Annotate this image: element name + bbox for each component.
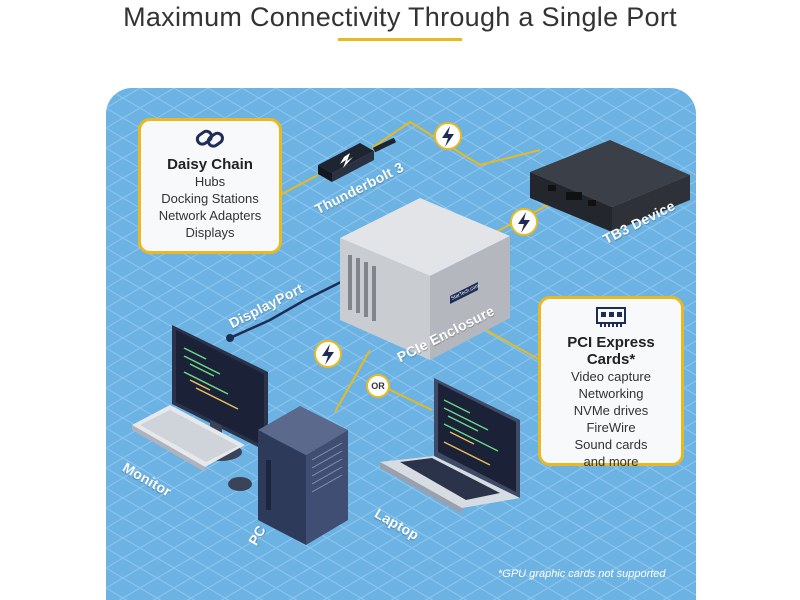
pci-card-icon	[596, 307, 626, 327]
lightning-bolt-icon	[314, 340, 342, 368]
displayport-connector-dot	[226, 334, 234, 342]
gpu-footnote: *GPU graphic cards not supported	[498, 568, 666, 580]
lightning-bolt-icon	[434, 122, 462, 150]
chain-link-icon	[195, 129, 224, 148]
pc-tower	[258, 406, 348, 545]
pci-express-item: Networking	[578, 386, 644, 401]
pci-express-callout: PCI Express Cards* Video capture Network…	[538, 296, 684, 469]
displayport-cable	[229, 278, 346, 340]
daisy-chain-item: Network Adapters	[158, 208, 262, 223]
page-title: Maximum Connectivity Through a Single Po…	[123, 2, 677, 32]
lightning-bolt-icon	[510, 208, 538, 236]
pci-express-heading: PCI Express Cards*	[567, 334, 655, 368]
or-badge: OR	[366, 374, 390, 398]
mouse	[228, 477, 252, 491]
pcie-enclosure	[340, 198, 510, 360]
laptop	[380, 378, 520, 514]
pci-express-item: and more	[583, 454, 639, 469]
pci-express-item: FireWire	[586, 420, 636, 435]
pci-express-item: NVMe drives	[573, 403, 649, 418]
daisy-chain-callout: Daisy Chain Hubs Docking Stations Networ…	[138, 118, 282, 254]
daisy-chain-item: Hubs	[194, 174, 226, 189]
tb3-device	[530, 140, 690, 232]
keyboard	[132, 405, 245, 472]
thunderbolt-cable	[318, 137, 397, 182]
daisy-chain-item: Displays	[185, 225, 235, 240]
daisy-chain-item: Docking Stations	[161, 191, 259, 206]
pci-express-item: Sound cards	[574, 437, 648, 452]
title-underline	[338, 38, 462, 41]
pci-express-item: Video capture	[571, 369, 651, 384]
daisy-chain-heading: Daisy Chain	[167, 156, 253, 173]
